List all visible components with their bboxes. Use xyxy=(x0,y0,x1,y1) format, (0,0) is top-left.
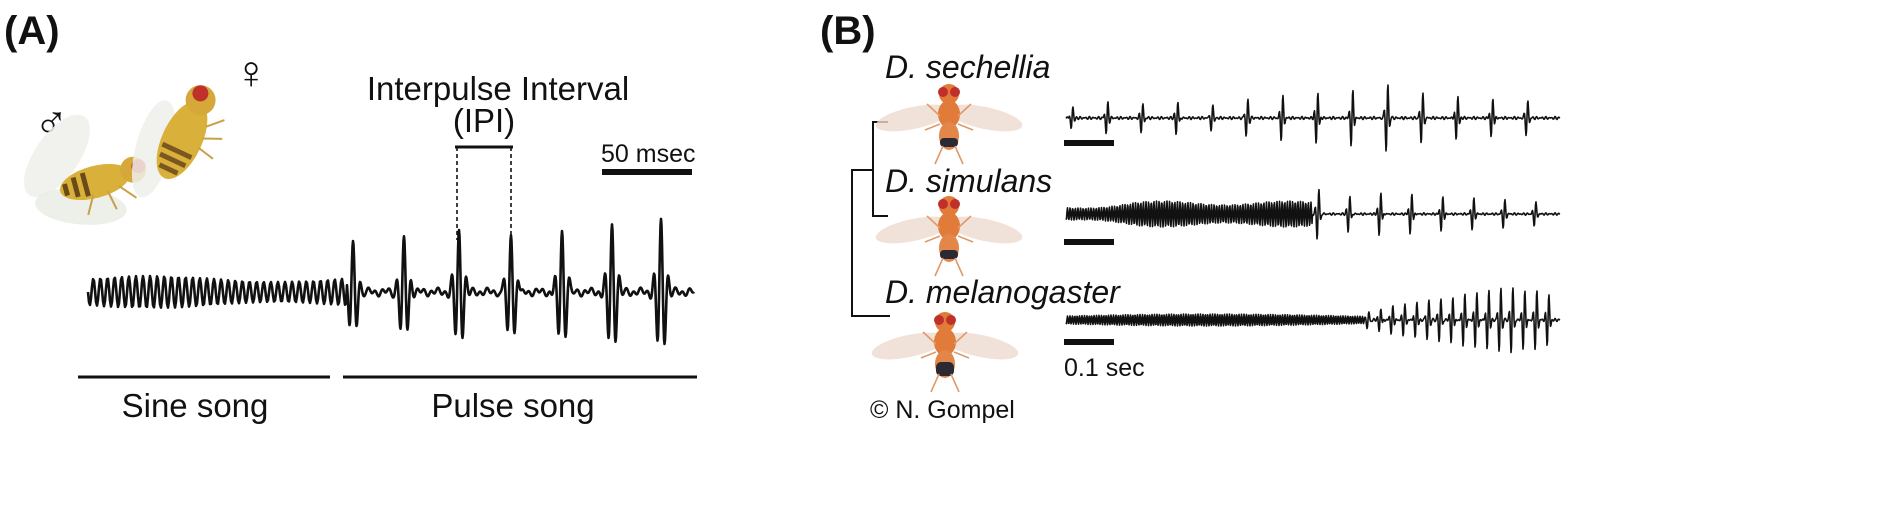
species-name-melanogaster: D. melanogaster xyxy=(885,274,1121,310)
sine-song-label: Sine song xyxy=(122,387,269,424)
photo-credit: © N. Gompel xyxy=(870,396,1015,424)
song-trace-simulans xyxy=(1065,188,1561,240)
ipi-title: Interpulse Interval xyxy=(367,70,629,107)
panel-a-label: (A) xyxy=(4,9,60,53)
panel-b-label: (B) xyxy=(820,9,876,53)
pulse-song-label: Pulse song xyxy=(431,387,594,424)
ipi-abbrev: (IPI) xyxy=(453,102,515,139)
scale-50msec-label: 50 msec xyxy=(601,140,695,168)
song-trace-sechellia xyxy=(1065,84,1561,152)
fly-photo-sechellia xyxy=(875,84,1023,165)
scale-bar-label: 0.1 sec xyxy=(1064,354,1145,382)
species-name-sechellia: D. sechellia xyxy=(885,49,1050,85)
female-fly-photo xyxy=(131,85,225,198)
courtship-song-trace xyxy=(86,217,695,346)
fly-photo-simulans xyxy=(875,196,1023,277)
species-name-simulans: D. simulans xyxy=(885,163,1052,199)
female-symbol: ♀ xyxy=(234,46,269,98)
fly-photo-melanogaster xyxy=(871,312,1019,393)
song-trace-melanogaster xyxy=(1065,287,1561,354)
